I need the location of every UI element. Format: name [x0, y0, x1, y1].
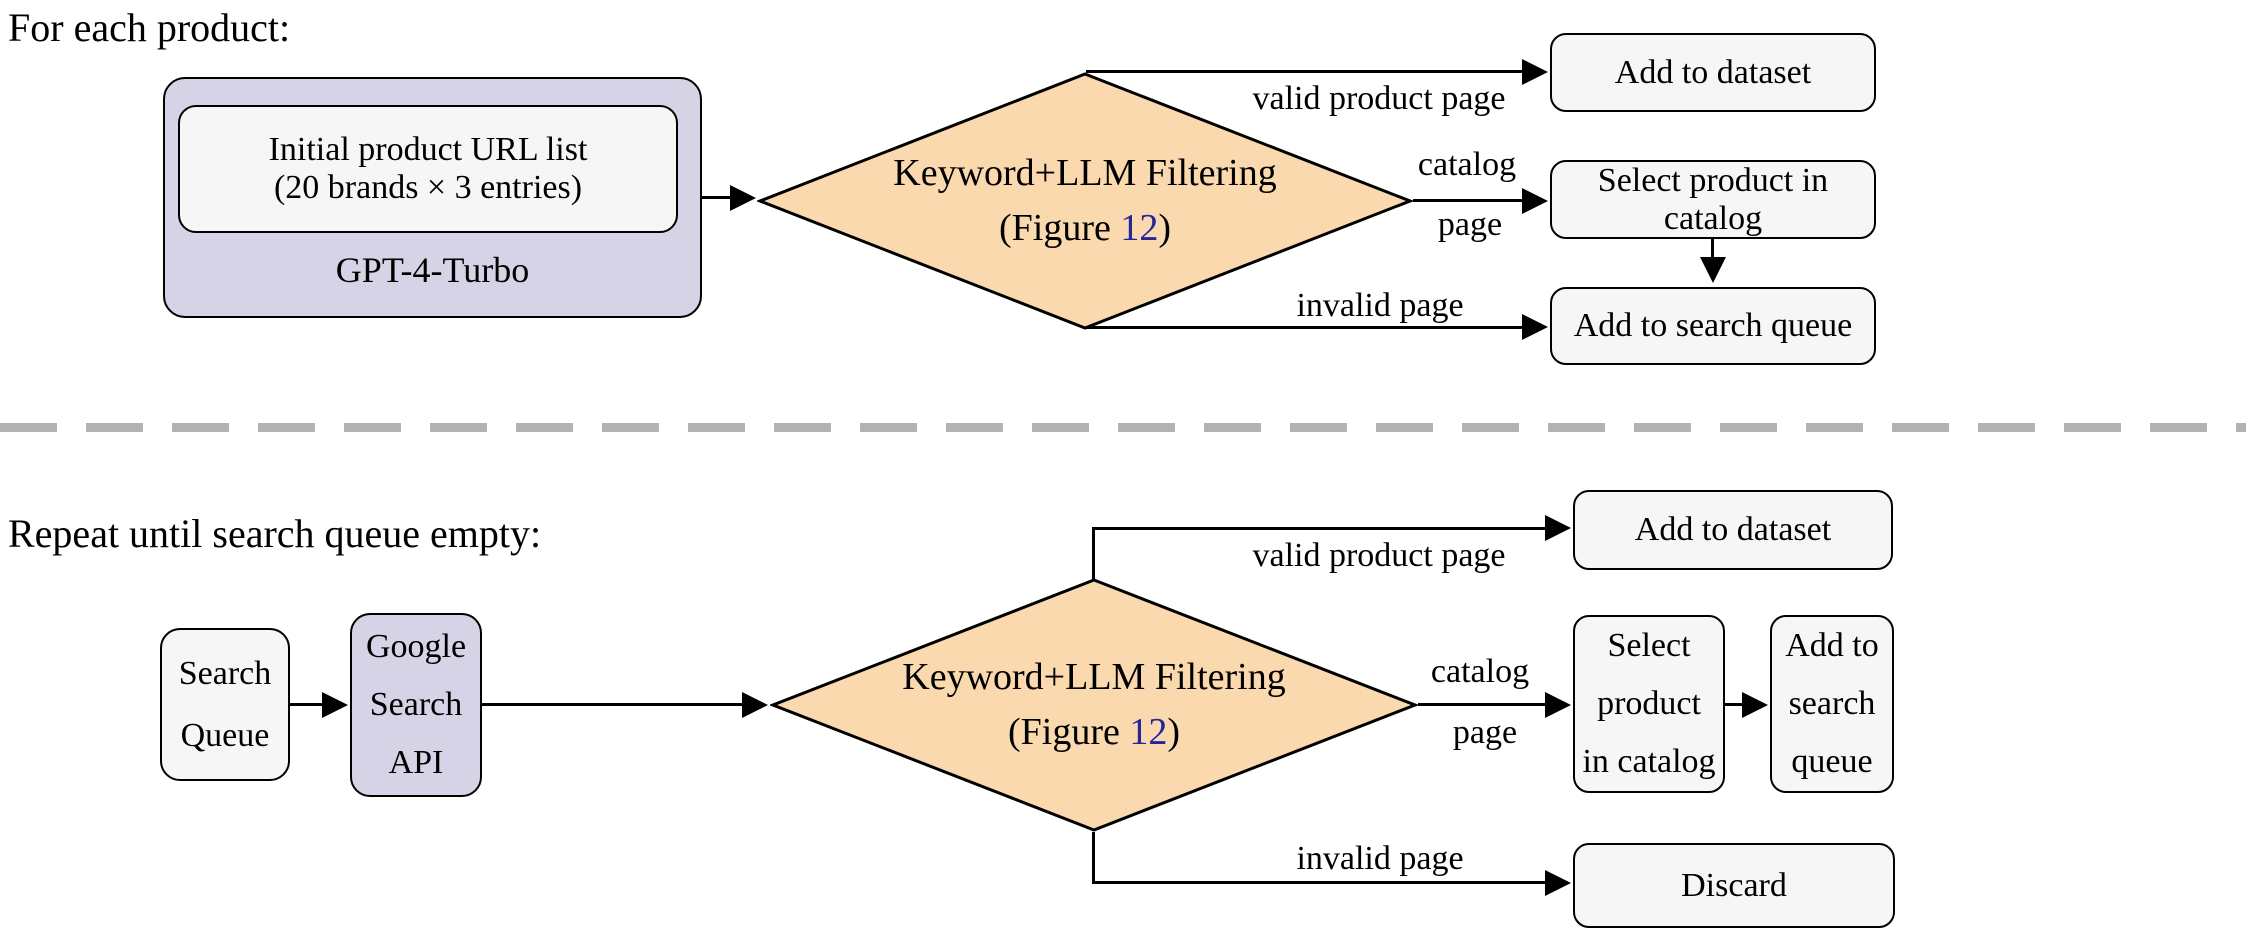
- filtering-label: Keyword+LLM Filtering: [902, 655, 1286, 698]
- add-to-dataset-label: Add to dataset: [1614, 53, 1812, 91]
- select-line3: in catalog: [1582, 742, 1716, 780]
- edge-valid-line: [1086, 70, 1526, 73]
- select-product-label: Select product in catalog: [1597, 161, 1829, 237]
- arrowhead-right-icon: [322, 692, 348, 718]
- filtering-diamond-1: Keyword+LLM Filtering (Figure 12): [757, 72, 1413, 330]
- edge-label-page: page: [1437, 206, 1503, 243]
- initial-url-list-line1: Initial product URL list: [268, 131, 588, 168]
- search-queue-line1: Search: [178, 655, 272, 693]
- section1-title: For each product:: [8, 5, 291, 50]
- discard-label: Discard: [1681, 866, 1787, 904]
- section-divider: [0, 423, 2246, 432]
- arrow-line: [290, 703, 326, 706]
- google-line3: API: [388, 743, 444, 781]
- arrowhead-right-icon: [742, 692, 768, 718]
- discard-box: Discard: [1573, 843, 1895, 928]
- search-queue-line2: Queue: [180, 716, 270, 754]
- google-search-api-box: Google Search API: [350, 613, 482, 797]
- arrowhead-right-icon: [1522, 314, 1548, 340]
- select-line1: Select: [1607, 627, 1691, 665]
- figure-ref-prefix: (Figure: [998, 207, 1121, 249]
- queue-line2: search: [1788, 685, 1876, 723]
- figure-ref-prefix: (Figure: [1007, 711, 1130, 753]
- filtering-diamond-2-text: Keyword+LLM Filtering (Figure 12): [770, 578, 1418, 832]
- arrow-line: [482, 703, 744, 706]
- add-to-dataset-label: Add to dataset: [1634, 511, 1832, 548]
- arrowhead-right-icon: [1545, 870, 1571, 896]
- arrowhead-right-icon: [1522, 59, 1548, 85]
- arrowhead-right-icon: [1522, 188, 1548, 214]
- figure-ref-suffix: ): [1158, 207, 1172, 249]
- edge-label-invalid: invalid page: [1296, 840, 1464, 877]
- figure-12-link[interactable]: 12: [1129, 711, 1168, 753]
- edge-invalid-line: [1086, 326, 1526, 329]
- figure-12-link[interactable]: 12: [1120, 207, 1159, 249]
- select-line2: product: [1597, 685, 1701, 723]
- figure-reference: (Figure 12): [1008, 705, 1180, 760]
- add-to-search-queue-label: Add to search queue: [1573, 307, 1853, 344]
- edge-label-catalog: catalog: [1430, 653, 1530, 690]
- diamond-shape: [770, 578, 1418, 832]
- arrowhead-right-icon: [1742, 692, 1768, 718]
- filtering-label: Keyword+LLM Filtering: [893, 151, 1277, 194]
- arrowhead-right-icon: [730, 185, 756, 211]
- arrowhead-right-icon: [1545, 515, 1571, 541]
- queue-line1: Add to: [1785, 627, 1879, 665]
- edge-valid-line: [1092, 527, 1549, 530]
- gpt4-turbo-container: Initial product URL list (20 brands × 3 …: [163, 77, 702, 318]
- google-line2: Search: [369, 686, 463, 724]
- add-to-dataset-box-1: Add to dataset: [1550, 33, 1876, 112]
- edge-valid-line: [1092, 528, 1095, 580]
- add-to-search-queue-box-2: Add to search queue: [1770, 615, 1894, 793]
- arrowhead-down-icon: [1700, 257, 1726, 283]
- filtering-diamond-2: Keyword+LLM Filtering (Figure 12): [770, 578, 1418, 832]
- arrow-line: [702, 196, 735, 199]
- section2-title: Repeat until search queue empty:: [8, 511, 542, 556]
- search-queue-box: Search Queue: [160, 628, 290, 781]
- edge-invalid-line: [1092, 881, 1549, 884]
- initial-url-list-line2: (20 brands × 3 entries): [273, 169, 583, 206]
- add-to-search-queue-box-1: Add to search queue: [1550, 287, 1876, 365]
- arrow-line: [1711, 239, 1714, 261]
- filtering-diamond-1-text: Keyword+LLM Filtering (Figure 12): [757, 72, 1413, 330]
- edge-label-valid: valid product page: [1252, 537, 1506, 574]
- figure-reference: (Figure 12): [999, 201, 1171, 256]
- select-product-box-2: Select product in catalog: [1573, 615, 1725, 793]
- edge-label-valid: valid product page: [1252, 80, 1506, 117]
- select-product-box-1: Select product in catalog: [1550, 160, 1876, 239]
- edge-label-catalog: catalog: [1417, 146, 1517, 183]
- edge-catalog-line: [1418, 703, 1549, 706]
- gpt4-turbo-label: GPT-4-Turbo: [335, 250, 530, 290]
- add-to-dataset-box-2: Add to dataset: [1573, 490, 1893, 570]
- edge-invalid-line: [1092, 832, 1095, 884]
- arrowhead-right-icon: [1545, 692, 1571, 718]
- initial-url-list-box: Initial product URL list (20 brands × 3 …: [178, 105, 678, 233]
- diamond-shape: [757, 72, 1413, 330]
- google-line1: Google: [365, 628, 467, 666]
- queue-line3: queue: [1791, 742, 1873, 780]
- figure-ref-suffix: ): [1167, 711, 1181, 753]
- edge-label-invalid: invalid page: [1296, 287, 1464, 324]
- edge-catalog-line: [1413, 199, 1526, 202]
- edge-label-page: page: [1452, 714, 1518, 751]
- arrow-line: [1725, 703, 1746, 706]
